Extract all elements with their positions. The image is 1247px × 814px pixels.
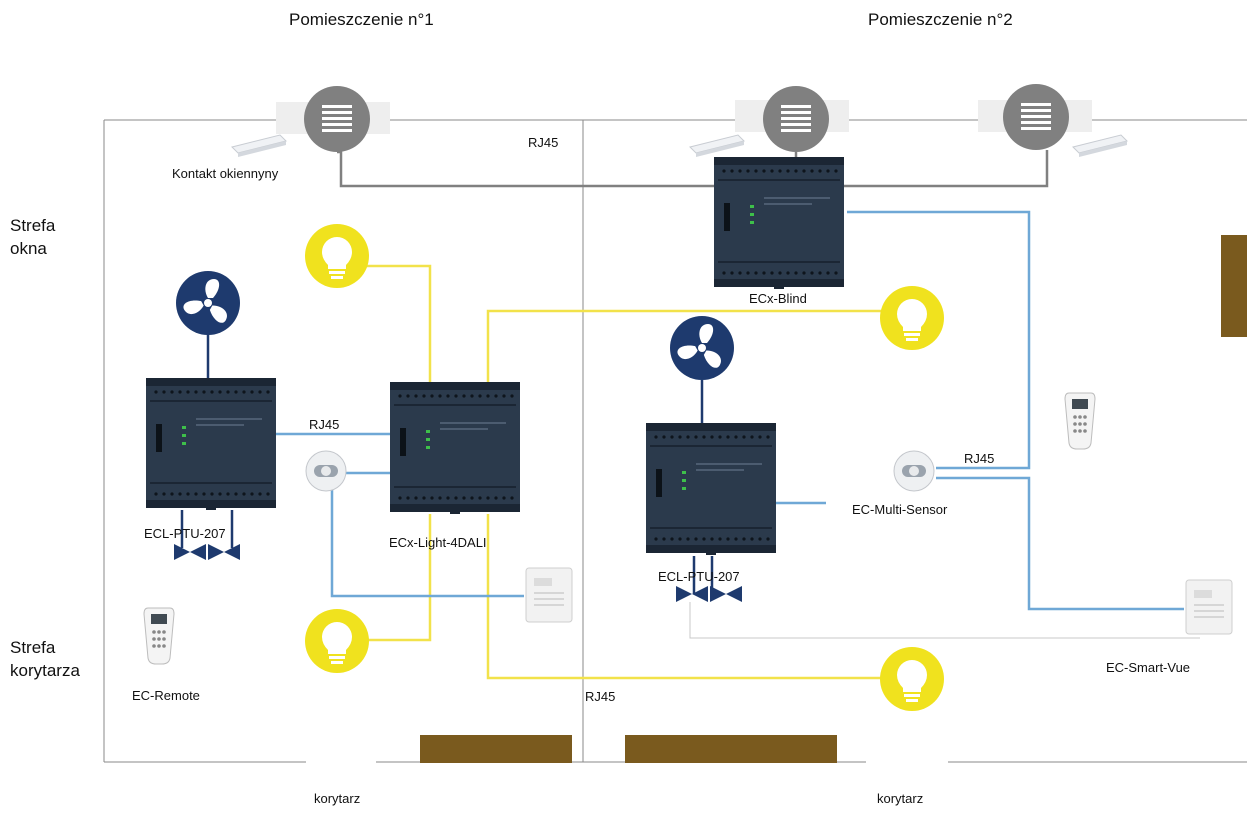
blind-links xyxy=(337,150,1049,188)
corridor-right-label: korytarz xyxy=(877,791,924,806)
smart-vue-label: EC-Smart-Vue xyxy=(1106,660,1191,675)
room1-title: Pomieszczenie n°1 xyxy=(289,10,434,29)
ptu-room1-label: ECL-PTU-207 xyxy=(144,526,226,541)
blind-icon xyxy=(763,86,829,152)
zone-corridor-label: Strefa korytarza xyxy=(10,636,80,682)
remote-icon xyxy=(143,607,175,665)
multi-sensor-icon xyxy=(893,450,935,492)
ptu-room2-label: ECL-PTU-207 xyxy=(658,569,740,584)
fan-icon xyxy=(670,316,734,380)
zone-window-line2: okna xyxy=(10,239,47,258)
rj45-room1-label: RJ45 xyxy=(309,417,340,432)
smart-vue-bus-line xyxy=(689,602,1200,639)
multi-sensor-label: EC-Multi-Sensor xyxy=(852,502,948,517)
valve-icon xyxy=(676,586,742,602)
window-contact-icon xyxy=(1072,134,1128,158)
door-room1 xyxy=(420,735,572,763)
blind-icon xyxy=(1003,84,1069,150)
fan-icon xyxy=(176,271,240,335)
rj45-links xyxy=(276,210,1184,611)
rj45-bottom-label: RJ45 xyxy=(585,689,616,704)
blind-controller-label: ECx-Blind xyxy=(749,291,807,306)
fan-links xyxy=(180,330,714,594)
light-bulb-icon xyxy=(305,224,369,288)
valve-icon xyxy=(174,544,240,560)
ecx-blind-controller xyxy=(714,157,844,289)
door-window-room2 xyxy=(1221,235,1247,337)
zone-window-line1: Strefa xyxy=(10,216,56,235)
smart-vue-icon xyxy=(525,567,573,623)
zone-corridor-line2: korytarza xyxy=(10,661,80,680)
window-contact-icon xyxy=(231,134,287,158)
blind-icon xyxy=(304,86,370,152)
room2-title: Pomieszczenie n°2 xyxy=(868,10,1013,29)
remote-icon xyxy=(1064,392,1096,450)
light-bulb-icon xyxy=(880,286,944,350)
remote-label: EC-Remote xyxy=(132,688,200,703)
rj45-room2-label: RJ45 xyxy=(964,451,995,466)
ecl-ptu-207-controller-room2 xyxy=(646,423,776,555)
rj45-top-label: RJ45 xyxy=(528,135,559,150)
zone-corridor-line1: Strefa xyxy=(10,638,56,657)
ecx-light-4dali-controller xyxy=(390,382,520,514)
multi-sensor-icon xyxy=(305,450,347,492)
light-bulb-icon xyxy=(305,609,369,673)
light-controller-label: ECx-Light-4DALI xyxy=(389,535,487,550)
door-room2 xyxy=(625,735,837,763)
ecl-ptu-207-controller-room1 xyxy=(146,378,276,510)
smart-vue-icon xyxy=(1185,579,1233,635)
corridor-left-label: korytarz xyxy=(314,791,361,806)
window-contact-label: Kontakt okiennyny xyxy=(172,166,279,181)
zone-window-label: Strefa okna xyxy=(10,214,55,260)
light-bulb-icon xyxy=(880,647,944,711)
window-frames xyxy=(276,100,1092,134)
lighting-links xyxy=(337,264,882,680)
window-contact-icon xyxy=(689,134,745,158)
